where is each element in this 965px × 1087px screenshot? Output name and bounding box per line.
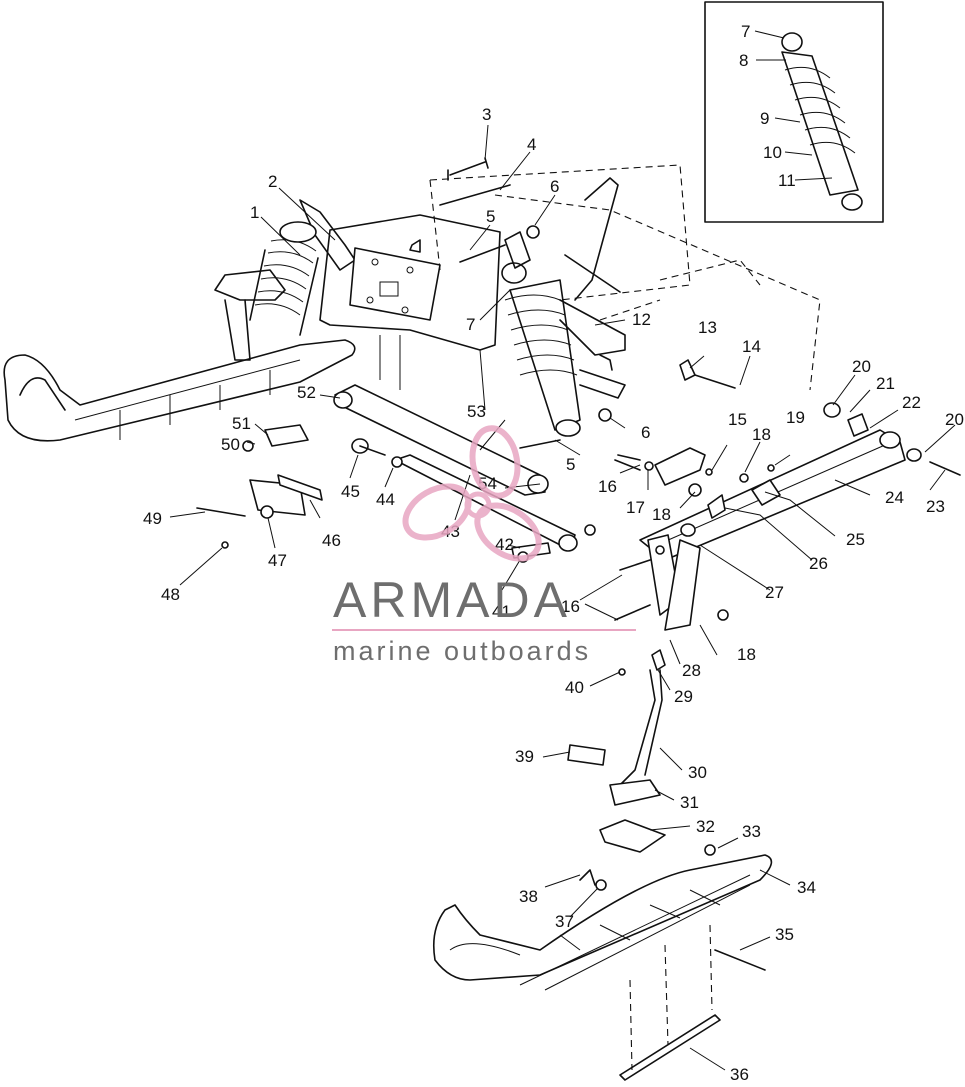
right-ski-assembly — [432, 649, 773, 1081]
callout-45: 45 — [341, 482, 360, 501]
right-shock-absorber — [501, 231, 626, 437]
callout-labels: 1 2 3 4 5 6 7 12 13 14 15 18 19 20 21 22… — [143, 105, 964, 1084]
callout-24: 24 — [885, 488, 904, 507]
callout-26: 26 — [809, 554, 828, 573]
callout-22: 22 — [902, 393, 921, 412]
callout-28: 28 — [682, 661, 701, 680]
left-ski-assembly — [3, 199, 441, 442]
callout-38: 38 — [519, 887, 538, 906]
right-small-parts — [519, 359, 775, 676]
callout-12: 12 — [632, 310, 651, 329]
propeller-blade-left — [402, 483, 472, 541]
inset-callout-8: 8 — [739, 51, 748, 70]
chassis-frame — [319, 164, 821, 411]
inset-callout-10: 10 — [763, 143, 782, 162]
callout-16a: 16 — [598, 477, 617, 496]
callout-30: 30 — [688, 763, 707, 782]
inset-shock-detail — [704, 1, 884, 223]
propeller-logo-icon — [402, 425, 542, 562]
callout-18a: 18 — [752, 425, 771, 444]
callout-4: 4 — [527, 135, 536, 154]
watermark-title: ARMADA — [333, 572, 571, 628]
callout-5: 5 — [486, 207, 495, 226]
watermark-subtitle: marine outboards — [333, 636, 591, 666]
callout-6: 6 — [550, 177, 559, 196]
callout-40: 40 — [565, 678, 584, 697]
callout-29: 29 — [674, 687, 693, 706]
callout-50: 50 — [221, 435, 240, 454]
callout-39: 39 — [515, 747, 534, 766]
left-shock-absorber — [249, 221, 319, 336]
callout-19: 19 — [786, 408, 805, 427]
callout-47: 47 — [268, 551, 287, 570]
mounting-bolts — [409, 157, 540, 263]
callout-16b: 16 — [561, 597, 580, 616]
callout-18c: 18 — [652, 505, 671, 524]
callout-34: 34 — [797, 878, 816, 897]
callout-37: 37 — [555, 912, 574, 931]
spindle-bracket — [614, 447, 706, 631]
propeller-blade-right — [474, 502, 542, 562]
callout-53: 53 — [467, 402, 486, 421]
callout-42: 42 — [495, 535, 514, 554]
callout-20a: 20 — [852, 357, 871, 376]
callout-6b: 6 — [641, 423, 650, 442]
leader-lines — [169, 30, 956, 1071]
callout-14: 14 — [742, 337, 761, 356]
inset-callout-11: 11 — [778, 171, 796, 190]
callout-18b: 18 — [737, 645, 756, 664]
callout-44: 44 — [376, 490, 395, 509]
callout-41: 41 — [492, 602, 511, 621]
callout-51: 51 — [232, 414, 251, 433]
callout-17: 17 — [626, 498, 645, 517]
watermark: ARMADA marine outboards — [332, 425, 636, 666]
callout-13: 13 — [698, 318, 717, 337]
callout-25: 25 — [846, 530, 865, 549]
callout-7: 7 — [466, 315, 475, 334]
callout-3: 3 — [482, 105, 491, 124]
callout-31: 31 — [680, 793, 699, 812]
callout-21: 21 — [876, 374, 895, 393]
callout-36: 36 — [730, 1065, 749, 1084]
propeller-blade-top — [469, 425, 521, 499]
callout-49: 49 — [143, 509, 162, 528]
callout-32: 32 — [696, 817, 715, 836]
inset-callout-labels: 7 8 9 10 11 — [739, 22, 796, 190]
callout-33: 33 — [742, 822, 761, 841]
callout-48: 48 — [161, 585, 180, 604]
propeller-hub — [464, 491, 492, 519]
inset-callout-7: 7 — [741, 22, 750, 41]
callout-1: 1 — [250, 203, 259, 222]
callout-35: 35 — [775, 925, 794, 944]
callout-2: 2 — [268, 172, 277, 191]
callout-5b: 5 — [566, 455, 575, 474]
callout-23: 23 — [926, 497, 945, 516]
callout-20b: 20 — [945, 410, 964, 429]
callout-46: 46 — [322, 531, 341, 550]
callout-15: 15 — [728, 410, 747, 429]
callout-27: 27 — [765, 583, 784, 602]
callout-52: 52 — [297, 383, 316, 402]
inset-callout-9: 9 — [760, 109, 769, 128]
